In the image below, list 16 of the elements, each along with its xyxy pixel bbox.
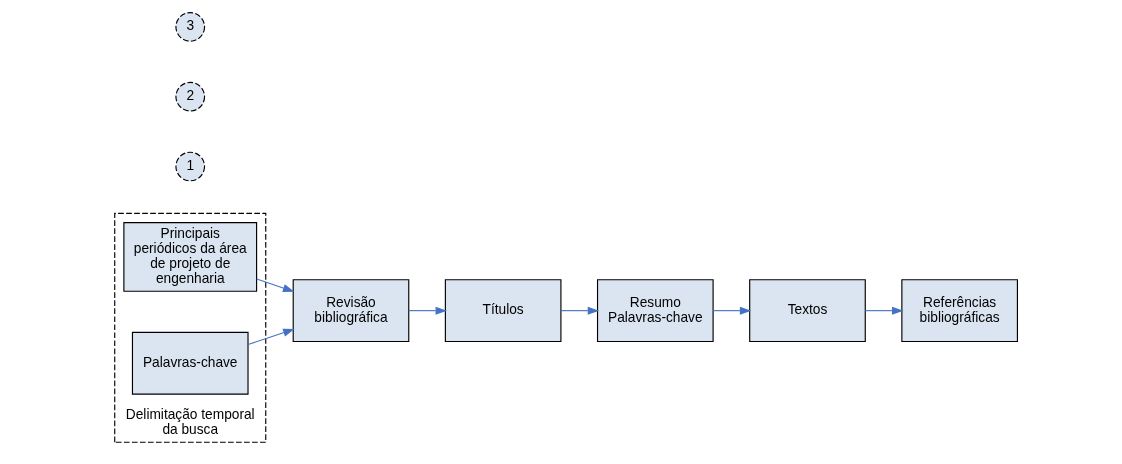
node-circle: 3 xyxy=(174,12,205,42)
node-box: Palavras-chave xyxy=(131,331,249,395)
arrow xyxy=(864,306,903,315)
arrow xyxy=(712,306,751,315)
arrow xyxy=(559,306,599,315)
node-circle: 2 xyxy=(174,81,205,112)
arrow xyxy=(247,328,295,345)
node-box: Títulos xyxy=(444,279,561,343)
node-box: Resumo Palavras-chave xyxy=(596,279,714,343)
node-box: Principais periódicos da área de projeto de engenharia xyxy=(122,222,257,292)
node-circle: 1 xyxy=(174,151,205,182)
arrow xyxy=(255,278,294,292)
node-box: Textos xyxy=(748,279,866,343)
node-box: Revisão bibliográfica xyxy=(292,279,409,343)
arrow xyxy=(407,306,447,315)
node-box: Referências bibliográficas xyxy=(900,279,1018,343)
